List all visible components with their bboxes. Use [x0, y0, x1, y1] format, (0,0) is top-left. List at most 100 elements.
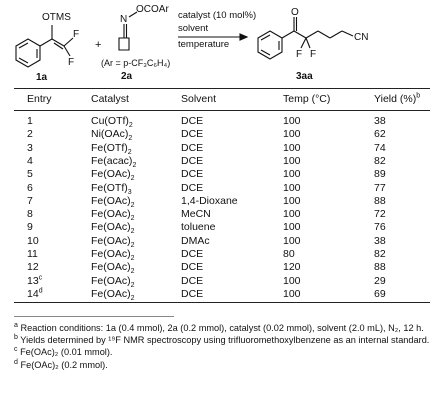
entry-number: 4	[27, 154, 33, 167]
catalyst-name: Fe(OAc)	[91, 234, 131, 247]
entry-number: 10	[27, 234, 39, 247]
header-solvent: Solvent	[181, 93, 217, 105]
footnote-d-mark: d	[14, 358, 18, 366]
footnote-a-mark: a	[14, 321, 18, 329]
catalyst-name: Fe(OAc)	[91, 208, 131, 221]
cell-temp: 100	[283, 141, 301, 154]
cell-temp: 100	[283, 154, 301, 167]
reagent-1a-otms: OTMS	[42, 12, 71, 23]
header-yield: Yield (%)b	[374, 93, 420, 106]
cell-catalyst: Fe(OTf)3	[91, 182, 132, 196]
cell-yield: 38	[374, 115, 386, 127]
reagent-2a-label: 2a	[121, 71, 133, 82]
cell-solvent: DCE	[181, 274, 204, 287]
entry-number: 2	[27, 128, 33, 141]
plus-sign: +	[95, 39, 101, 51]
table-row: 6 Fe(OTf)3 DCE 100 77	[0, 181, 444, 196]
cell-catalyst: Fe(OTf)2	[91, 142, 132, 156]
footnote-b: b Yields determined by ¹⁹F NMR spectrosc…	[14, 334, 432, 346]
cell-temp: 100	[283, 181, 301, 194]
product-cn: CN	[354, 32, 368, 43]
cell-entry: 9	[27, 221, 33, 234]
cell-entry: 1	[27, 115, 33, 128]
reaction-scheme: OTMS F F 1a + N OCOAr (Ar = p-CF₃C₆H₄) 2…	[15, 4, 368, 82]
footnote-b-text: Yields determined by ¹⁹F NMR spectroscop…	[20, 335, 430, 346]
header-entry: Entry	[27, 93, 52, 105]
catalyst-subscript: 2	[130, 228, 135, 236]
cell-entry: 2	[27, 128, 33, 141]
footnote-a: a Reaction conditions: 1a (0.4 mmol), 2a…	[14, 322, 432, 334]
cell-temp: 100	[283, 274, 301, 287]
cell-solvent: DCE	[181, 181, 204, 194]
header-temp: Temp (°C)	[283, 93, 331, 105]
entry-number: 13	[27, 274, 39, 287]
cell-temp: 100	[283, 194, 301, 207]
entry-number: 12	[27, 261, 39, 274]
catalyst-name: Cu(OTf)	[91, 115, 129, 127]
cell-solvent: DCE	[181, 248, 204, 260]
cell-catalyst: Fe(acac)2	[91, 155, 137, 169]
footnotes: a Reaction conditions: 1a (0.4 mmol), 2a…	[14, 322, 432, 371]
cell-temp: 120	[283, 261, 301, 274]
footnote-a-text: Reaction conditions: 1a (0.4 mmol), 2a (…	[20, 323, 424, 333]
catalyst-subscript: 2	[130, 294, 135, 302]
cell-yield: 74	[374, 141, 386, 154]
cell-entry: 7	[27, 195, 33, 208]
cell-catalyst: Ni(OAc)2	[91, 128, 132, 142]
cell-yield: 77	[374, 181, 386, 194]
footnote-d-text: Fe(OAc)₂ (0.2 mmol).	[20, 359, 108, 370]
cell-entry: 13c	[27, 274, 42, 288]
cell-solvent: MeCN	[181, 208, 211, 221]
catalyst-subscript: 2	[130, 175, 135, 183]
cell-catalyst: Fe(OAc)2	[91, 221, 135, 236]
product-f2: F	[310, 49, 316, 60]
entry-number: 8	[27, 208, 33, 221]
entry-number: 7	[27, 194, 33, 207]
entry-footnote-mark: d	[38, 287, 43, 295]
cell-catalyst: Fe(OAc)2	[91, 261, 135, 275]
reagent-1a-f2: F	[68, 57, 74, 68]
entry-number: 9	[27, 221, 33, 234]
cell-catalyst: Fe(OAc)2	[91, 194, 135, 209]
cell-solvent: toluene	[181, 221, 216, 234]
cell-entry: 10	[27, 235, 39, 248]
cell-temp: 100	[283, 221, 301, 234]
cell-catalyst: Fe(OAc)2	[91, 208, 135, 222]
cell-yield: 38	[374, 234, 386, 247]
catalyst-name: Fe(OAc)	[91, 248, 131, 260]
header-catalyst: Catalyst	[91, 93, 129, 105]
catalyst-name: Fe(OAc)	[91, 287, 131, 300]
catalyst-subscript: 2	[132, 161, 137, 169]
entry-number: 14	[27, 287, 39, 300]
condition-solvent: solvent	[178, 23, 208, 34]
cell-solvent: DCE	[181, 154, 204, 167]
cell-yield: 76	[374, 221, 386, 234]
catalyst-name: Fe(OAc)	[91, 168, 131, 181]
catalyst-subscript: 2	[130, 281, 135, 289]
reaction-arrow	[178, 33, 249, 41]
cell-yield: 82	[374, 248, 386, 260]
cell-entry: 6	[27, 182, 33, 195]
cell-catalyst: Fe(OAc)2	[91, 248, 135, 262]
cell-yield: 62	[374, 128, 386, 141]
catalyst-name: Ni(OAc)	[91, 128, 129, 141]
catalyst-name: Fe(OAc)	[91, 194, 131, 207]
cell-entry: 5	[27, 168, 33, 181]
footnote-c: c Fe(OAc)₂ (0.01 mmol).	[14, 346, 432, 358]
condition-temperature: temperature	[178, 39, 229, 50]
reagent-2a-ocoar: OCOAr	[136, 4, 169, 15]
cell-temp: 100	[283, 128, 301, 141]
cell-catalyst: Fe(OAc)2	[91, 287, 135, 302]
entry-number: 5	[27, 168, 33, 181]
cell-temp: 100	[283, 115, 301, 127]
cell-solvent: DCE	[181, 287, 204, 300]
cell-solvent: DCE	[181, 168, 204, 181]
cell-entry: 12	[27, 261, 39, 274]
table-row: 9 Fe(OAc)2 toluene 100 76	[0, 221, 444, 236]
